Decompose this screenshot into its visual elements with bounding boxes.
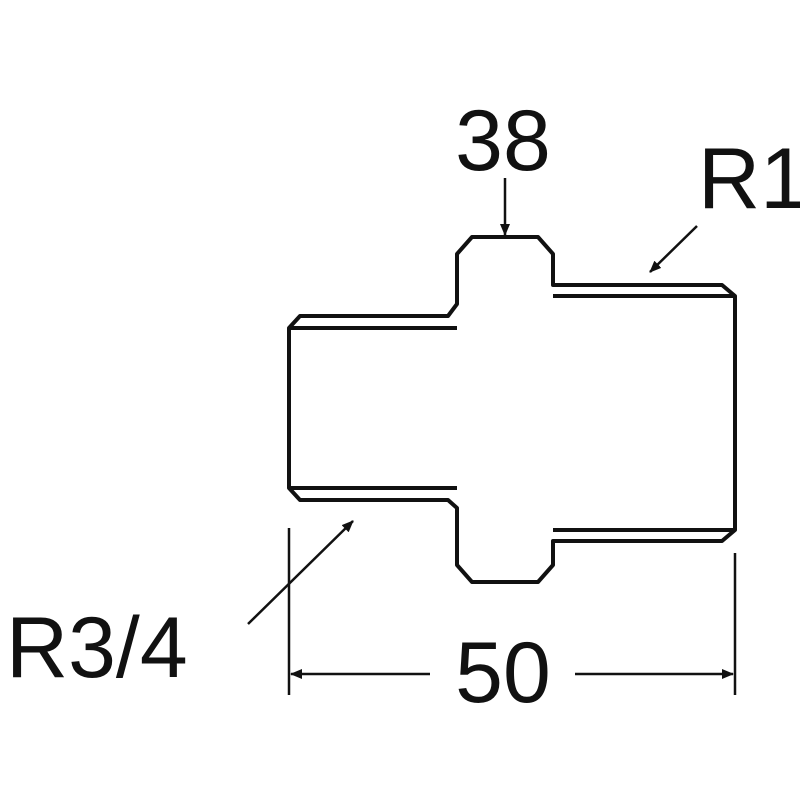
dimension-lines <box>247 178 737 695</box>
fitting-outline <box>287 235 737 584</box>
large-thread-label: R1 <box>698 131 800 227</box>
thread-lines <box>289 294 735 532</box>
fitting-body <box>287 235 737 584</box>
labels: 38 R1 R3/4 50 <box>6 93 800 721</box>
r1-leader-arrow <box>649 225 698 273</box>
hex-width-label: 38 <box>455 93 551 189</box>
overall-length-label: 50 <box>455 625 551 721</box>
small-thread-label: R3/4 <box>6 600 188 696</box>
r34-leader-arrow <box>247 520 354 625</box>
